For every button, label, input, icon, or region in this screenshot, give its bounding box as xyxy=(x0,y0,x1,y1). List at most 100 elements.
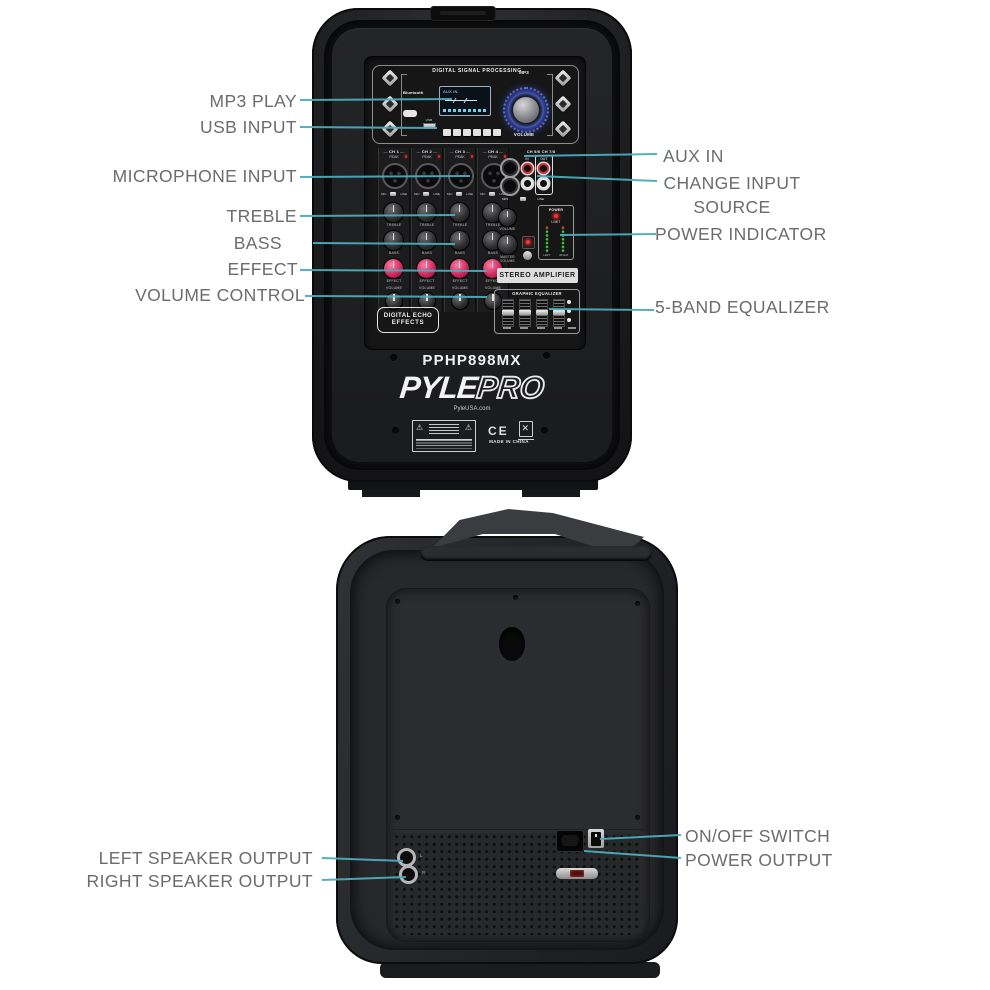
front-device-foot xyxy=(362,489,420,497)
usb-select-button xyxy=(381,69,399,87)
left-level-meter xyxy=(545,226,549,252)
screw xyxy=(635,815,640,820)
peak-label: PEAK xyxy=(379,155,409,159)
bass-knob xyxy=(417,231,436,250)
channel-label: CH 4 xyxy=(478,149,508,154)
graphic-equalizer-title: GRAPHIC EQUALIZER xyxy=(512,291,562,296)
volume-label: VOLUME xyxy=(386,286,402,290)
screw xyxy=(390,354,397,361)
mic-line-toggle xyxy=(390,192,397,196)
callout-usb-input: USB INPUT xyxy=(200,117,297,137)
treble-label: TREBLE xyxy=(485,223,501,227)
xlr-microphone-input xyxy=(382,163,408,189)
usb-port xyxy=(423,123,436,129)
treble-knob xyxy=(483,203,502,222)
treble-label: TREBLE xyxy=(386,223,402,227)
rear-access-panel xyxy=(386,588,650,942)
treble-knob xyxy=(417,203,436,222)
channel-label: CH 1 xyxy=(379,149,409,154)
meter-right-label: RIGHT xyxy=(559,254,569,257)
brand-logo: PYLEPRO xyxy=(310,369,634,406)
eq-marker xyxy=(567,300,571,304)
mp3-volume-knob-caption: VOLUME xyxy=(513,132,535,137)
peak-led xyxy=(404,155,407,158)
mode-button xyxy=(554,95,572,113)
rca-out-left xyxy=(538,163,549,174)
line-label: LINE xyxy=(433,192,440,196)
peak-label: PEAK xyxy=(412,155,442,159)
usb-port-label: USB xyxy=(425,118,433,122)
master-volume-label: MASTER VOLUME xyxy=(500,255,515,263)
line-label: LINE xyxy=(466,192,473,196)
brand-website: PyleUSA.com xyxy=(453,406,491,412)
volume-label: VOLUME xyxy=(485,286,501,290)
quarter-inch-input-jack-1 xyxy=(500,158,520,178)
mp3-volume-knob xyxy=(503,87,549,133)
mp3-line-toggle xyxy=(519,197,526,201)
ac-power-inlet xyxy=(556,830,584,852)
mixer-control-panel: DIGITAL SIGNAL PROCESSING Bluetooth AUX … xyxy=(364,56,586,350)
peak-label: PEAK xyxy=(478,155,508,159)
effect-label: EFFECT xyxy=(419,279,435,283)
treble-label: TREBLE xyxy=(452,223,468,227)
peak-label: PEAK xyxy=(445,155,475,159)
dsp-title: DIGITAL SIGNAL PROCESSING xyxy=(432,68,522,74)
eq-button xyxy=(554,69,572,87)
callout-change-input-source: CHANGE INPUT SOURCE xyxy=(663,173,801,217)
panel-seam xyxy=(391,829,645,830)
stereo-channels-label: CH 5/6 CH 7/8 xyxy=(526,149,556,154)
channel-label: CH 2 xyxy=(412,149,442,154)
callout-on-off-switch: ON/OFF SWITCH xyxy=(685,826,831,846)
line-label: LINE xyxy=(499,192,506,196)
right-speaker-output-jack xyxy=(399,865,418,884)
quarter-inch-input-jack-2 xyxy=(500,176,520,196)
top-latch xyxy=(430,6,496,21)
digital-echo-effects-label: DIGITAL ECHO EFFECTS xyxy=(377,307,439,333)
vent-grille xyxy=(393,833,643,935)
eq-slider-2 xyxy=(518,299,531,327)
graphic-equalizer-section: GRAPHIC EQUALIZER xyxy=(494,289,580,334)
mp3-select-button xyxy=(381,95,399,113)
callout-left-speaker-output: LEFT SPEAKER OUTPUT xyxy=(98,848,313,868)
dsp-section: DIGITAL SIGNAL PROCESSING Bluetooth AUX … xyxy=(372,65,579,144)
mp3-switch-label: MP3 xyxy=(502,197,509,201)
left-jack-label: L xyxy=(420,853,423,858)
brand-logo-pro: PRO xyxy=(474,369,547,406)
rear-device-base xyxy=(380,962,660,978)
power-led xyxy=(554,214,558,218)
handle-mount xyxy=(420,546,652,561)
screw xyxy=(635,601,640,606)
volume-label: VOLUME xyxy=(452,286,468,290)
peak-led xyxy=(503,155,506,158)
treble-knob xyxy=(450,203,469,222)
bass-label: BASS xyxy=(388,251,400,255)
right-jack-label: R xyxy=(422,870,426,875)
on-off-switch xyxy=(588,829,604,848)
channel-label: CH 3 xyxy=(445,149,475,154)
xlr-microphone-input xyxy=(448,163,474,189)
volume-knob xyxy=(485,293,501,309)
callout-5-band-equalizer: 5-BAND EQUALIZER xyxy=(655,297,830,317)
lcd-display: AUX IN xyxy=(439,86,491,116)
screw xyxy=(513,595,518,600)
rca-aux-in-right xyxy=(522,178,533,189)
eq-marker xyxy=(567,309,571,313)
effect-knob xyxy=(450,259,469,278)
bass-label: BASS xyxy=(454,251,466,255)
callout-microphone-input: MICROPHONE INPUT xyxy=(112,166,297,186)
xlr-microphone-input xyxy=(415,163,441,189)
callout-right-speaker-output: RIGHT SPEAKER OUTPUT xyxy=(86,871,313,891)
effect-label: EFFECT xyxy=(452,279,468,283)
callout-aux-in: AUX IN xyxy=(663,146,724,166)
screw xyxy=(395,815,400,820)
mp3-knob-label: MP3 xyxy=(519,70,529,75)
mic-line-toggle xyxy=(423,192,430,196)
eq-slider-1 xyxy=(501,299,514,327)
eq-marker xyxy=(567,318,571,322)
speaker-front-panel-view: DIGITAL SIGNAL PROCESSING Bluetooth AUX … xyxy=(310,6,634,482)
line-switch-label: LINE xyxy=(537,197,544,201)
